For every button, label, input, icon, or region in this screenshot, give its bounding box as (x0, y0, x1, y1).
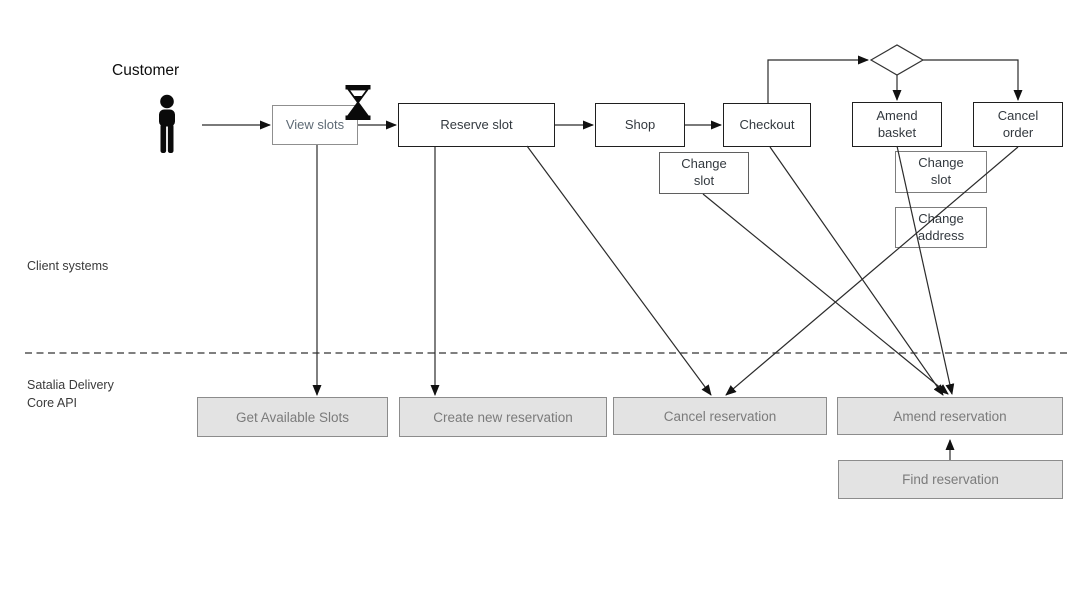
api-box-find-reservation: Find reservation (838, 460, 1063, 499)
node-change-slot-upper: Change slot (659, 152, 749, 194)
lane-label-core-api: Satalia Delivery Core API (27, 378, 114, 411)
node-change-slot-right: Change slot (895, 151, 987, 193)
lane-label-client-systems: Client systems (27, 259, 109, 273)
edge-decision-to-cancel-order (923, 59, 1023, 101)
edge-checkout-to-decision (767, 55, 869, 103)
node-cancel-order: Cancel order (973, 102, 1063, 147)
customer-label: Customer (112, 62, 180, 79)
node-shop: Shop (595, 103, 685, 147)
decision-diamond (869, 44, 925, 76)
person-icon (150, 94, 184, 154)
hourglass-icon (344, 85, 372, 120)
api-box-create-new-reservation: Create new reservation (399, 397, 607, 437)
node-change-address: Change address (895, 207, 987, 248)
node-view-slots: View slots (272, 105, 358, 145)
api-box-cancel-reservation: Cancel reservation (613, 397, 827, 435)
api-box-get-available-slots: Get Available Slots (197, 397, 388, 437)
node-amend-basket: Amend basket (852, 102, 942, 147)
api-box-amend-reservation: Amend reservation (837, 397, 1063, 435)
node-checkout: Checkout (723, 103, 811, 147)
node-reserve-slot: Reserve slot (398, 103, 555, 147)
